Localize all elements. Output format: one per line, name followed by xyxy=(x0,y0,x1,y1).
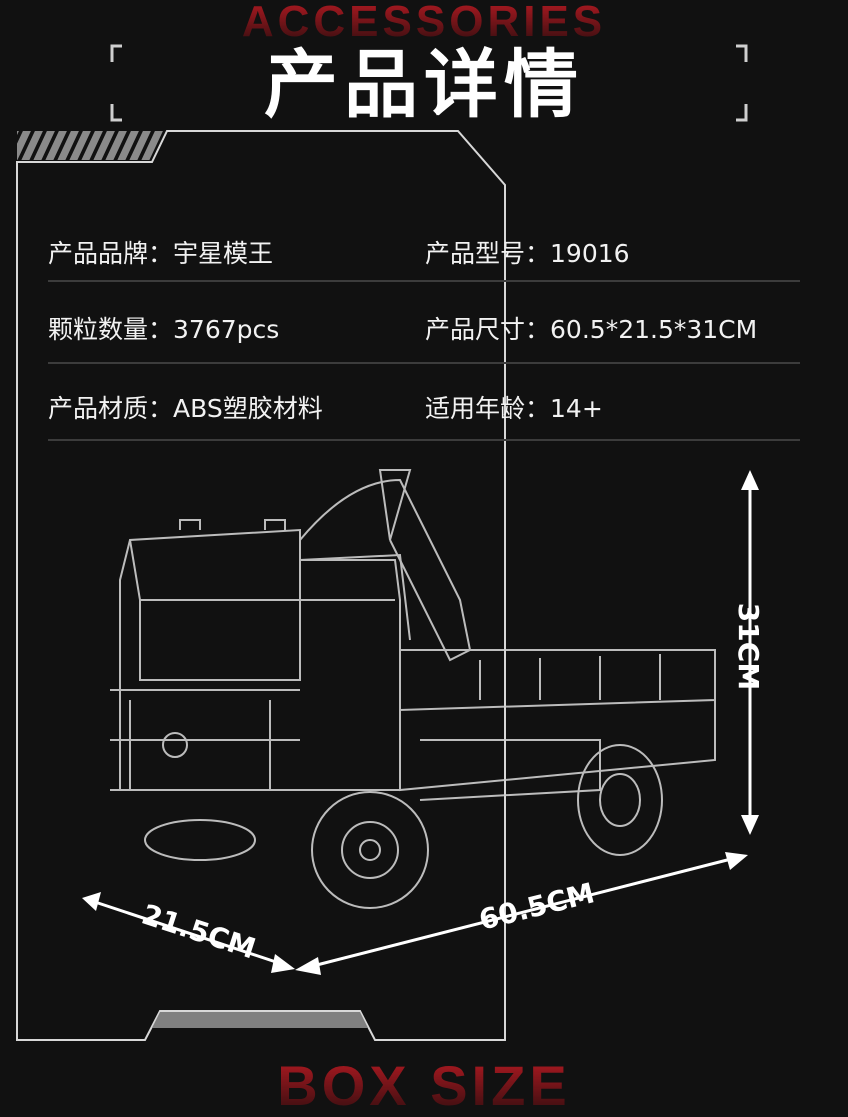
spec-model: 产品型号：19016 xyxy=(425,239,630,268)
divider xyxy=(48,362,800,364)
spec-value: 19016 xyxy=(550,239,630,268)
spec-size: 产品尺寸：60.5*21.5*31CM xyxy=(425,315,758,344)
next-section-ghost-heading: BOX SIZE xyxy=(0,1058,848,1114)
divider xyxy=(48,439,800,441)
spec-label: 适用年龄 xyxy=(425,394,526,423)
spec-value: 3767pcs xyxy=(173,315,280,344)
spec-age: 适用年龄：14+ xyxy=(425,394,603,423)
hatched-tab xyxy=(17,131,166,160)
spec-label: 产品材质 xyxy=(48,394,149,423)
title-brackets xyxy=(110,44,748,122)
spec-value: 14+ xyxy=(550,394,603,423)
spec-value: 60.5*21.5*31CM xyxy=(550,315,758,344)
spec-label: 产品尺寸 xyxy=(425,315,526,344)
spec-label: 颗粒数量 xyxy=(48,315,149,344)
spec-brand: 产品品牌：宇星模王 xyxy=(48,239,274,268)
spec-value: ABS塑胶材料 xyxy=(173,394,323,423)
dimension-arrows xyxy=(82,470,759,975)
spec-piece-count: 颗粒数量：3767pcs xyxy=(48,315,280,344)
bottom-tab-fill xyxy=(152,1012,368,1028)
section-ghost-heading: ACCESSORIES xyxy=(0,0,848,44)
frame-graphics xyxy=(16,44,759,1041)
spec-label: 产品品牌 xyxy=(48,239,149,268)
divider xyxy=(48,280,800,282)
height-dimension-label: 31CM xyxy=(732,602,766,691)
content-frame xyxy=(16,130,506,1041)
truck-illustration xyxy=(110,469,716,909)
page-title: 产品详情 xyxy=(264,42,584,128)
spec-label: 产品型号 xyxy=(425,239,526,268)
spec-material: 产品材质：ABS塑胶材料 xyxy=(48,394,323,423)
spec-value: 宇星模王 xyxy=(173,239,274,268)
